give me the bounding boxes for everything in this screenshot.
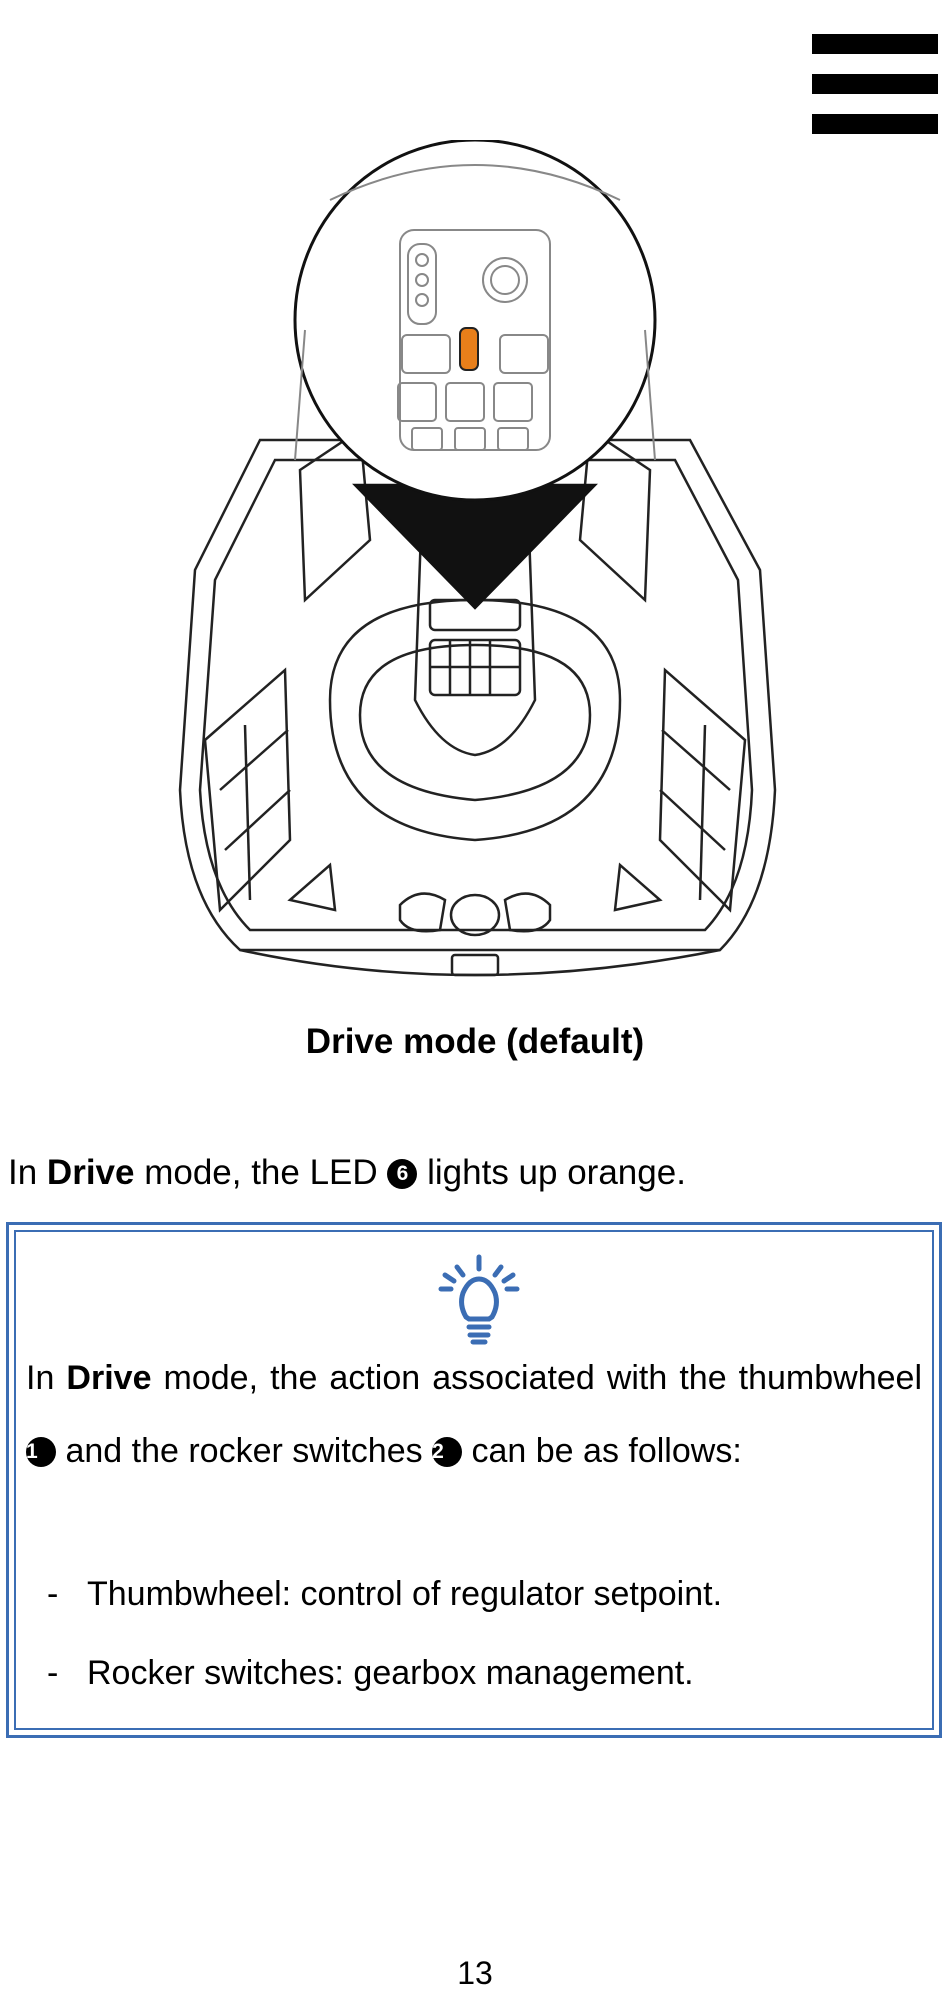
tip-drive-mode-label: Drive <box>66 1359 152 1397</box>
bullet-item: -Rocker switches: gearbox management. <box>47 1654 694 1692</box>
rocker-number-badge: 2 <box>432 1437 463 1467</box>
led-number-badge: 6 <box>387 1159 418 1189</box>
bullet-item: -Thumbwheel: control of regulator setpoi… <box>47 1575 723 1613</box>
joystick-illustration <box>178 140 777 977</box>
lightbulb-icon <box>438 1254 520 1345</box>
led-indicator <box>459 327 479 371</box>
tip-text: In Drive mode, the action associated wit… <box>26 1359 922 1470</box>
page-number: 13 <box>457 1955 493 1991</box>
figure-caption: Drive mode (default) <box>305 1022 645 1061</box>
drive-mode-label: Drive <box>46 1153 135 1192</box>
menu-icon[interactable] <box>812 34 938 134</box>
tip-box: In Drive mode, the action associated wit… <box>6 1222 942 1738</box>
intro-paragraph: In Drive mode, the LED 6 lights up orang… <box>8 1153 686 1192</box>
tip-box-inner-border <box>14 1230 934 1730</box>
thumbwheel-number-badge: 1 <box>26 1437 56 1467</box>
tip-bullet-list: -Thumbwheel: control of regulator setpoi… <box>47 1575 722 1733</box>
